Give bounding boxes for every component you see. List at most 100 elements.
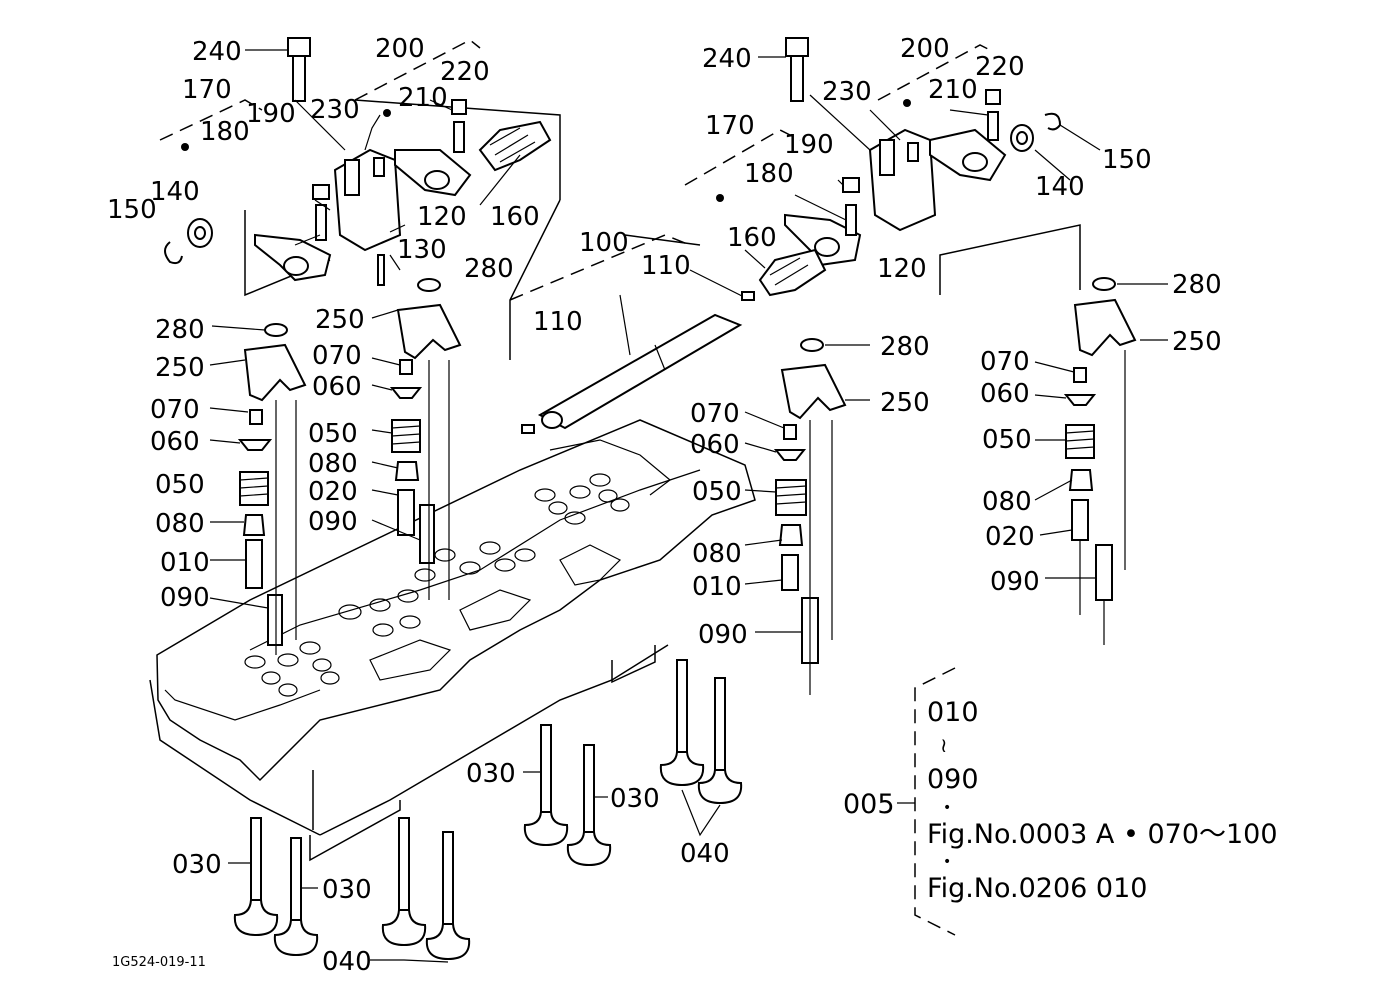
callout-160: 160 — [727, 223, 777, 253]
note-range-end: 090 — [927, 764, 979, 795]
head-ports-right — [369, 439, 671, 681]
valves — [233, 659, 743, 961]
rocker-arm-right-a — [784, 213, 862, 267]
valve-030-d — [566, 744, 612, 867]
valve-leaders — [228, 771, 721, 963]
left-rocker-group — [159, 37, 561, 360]
callout-140: 140 — [150, 177, 200, 207]
callout-100: 100 — [579, 228, 629, 258]
note-bullet-2: • — [943, 854, 951, 870]
valve-stack-1 — [209, 323, 307, 655]
valve-040-b — [425, 831, 471, 961]
valve-040-d — [697, 677, 743, 805]
spring-160-left — [478, 120, 552, 172]
callout-280: 280 — [464, 254, 514, 284]
spring-160-right — [758, 248, 827, 297]
callout-120: 120 — [877, 254, 927, 284]
nut-190-left — [312, 184, 330, 200]
callout-280: 280 — [155, 315, 205, 345]
callout-280: 280 — [880, 332, 930, 362]
callout-040: 040 — [322, 947, 372, 977]
callout-060: 060 — [150, 427, 200, 457]
screw-210-right — [987, 111, 999, 141]
callout-020: 020 — [985, 522, 1035, 552]
callouts: 240 200 220 170 210 230 180 190 160 150 … — [107, 34, 1222, 977]
callout-210: 210 — [398, 83, 448, 113]
valve-stack-4 — [1034, 277, 1168, 645]
callout-220: 220 — [975, 52, 1025, 82]
valve-040-c — [659, 659, 705, 787]
callout-230: 230 — [310, 95, 360, 125]
callout-190: 190 — [784, 130, 834, 160]
callout-170: 170 — [182, 75, 232, 105]
screw-180-left — [315, 204, 327, 241]
bolt-240-right — [785, 37, 809, 102]
callout-010: 010 — [692, 572, 742, 602]
callout-240: 240 — [192, 37, 242, 67]
callout-160: 160 — [490, 202, 540, 232]
plug-110-b — [741, 291, 755, 301]
callout-030: 030 — [610, 784, 660, 814]
callout-150: 150 — [107, 195, 157, 225]
callout-150: 150 — [1102, 145, 1152, 175]
callout-020: 020 — [308, 477, 358, 507]
plug-110-a — [521, 424, 535, 434]
callout-250: 250 — [315, 305, 365, 335]
callout-200: 200 — [900, 34, 950, 64]
callout-080: 080 — [982, 487, 1032, 517]
valve-040-a — [381, 817, 427, 947]
note-range-start: 010 — [927, 697, 979, 728]
callout-200: 200 — [375, 34, 425, 64]
bolt-240-left — [287, 37, 311, 102]
screw-210-left — [453, 121, 465, 153]
callout-070: 070 — [312, 341, 362, 371]
callout-280: 280 — [1172, 270, 1222, 300]
callout-190: 190 — [246, 99, 296, 129]
drawing-code: 1G524-019-11 — [112, 955, 206, 970]
washer-140-right — [1010, 124, 1034, 152]
pin-130-left — [377, 254, 385, 286]
valve-stack-3 — [744, 338, 870, 695]
note-reference-1: Fig.No.0003 A • 070～100 — [927, 819, 1278, 850]
note-reference-2: Fig.No.0206 010 — [927, 873, 1147, 904]
support-120-left — [333, 148, 402, 252]
callout-070: 070 — [980, 347, 1030, 377]
callout-080: 080 — [692, 539, 742, 569]
callout-080: 080 — [308, 449, 358, 479]
valve-030-c — [523, 724, 569, 847]
callout-030: 030 — [172, 850, 222, 880]
note-bracket — [897, 667, 956, 936]
callout-230: 230 — [822, 77, 872, 107]
callout-240: 240 — [702, 44, 752, 74]
rocker-arm-right-b — [929, 128, 1007, 182]
screw-180-right — [845, 204, 857, 236]
callout-250: 250 — [1172, 327, 1222, 357]
callout-090: 090 — [698, 620, 748, 650]
callout-050: 050 — [308, 419, 358, 449]
callout-170: 170 — [705, 111, 755, 141]
valve-030-b — [273, 837, 319, 957]
reference-note: 005 010 ≀ 090 • Fig.No.0003 A • 070～100 … — [843, 697, 1278, 904]
callout-210: 210 — [928, 75, 978, 105]
clip-150-left — [164, 241, 183, 265]
shaft-100 — [537, 294, 743, 430]
callout-060: 060 — [980, 379, 1030, 409]
cylinder-head — [149, 419, 756, 862]
nut-220-right — [985, 89, 1001, 105]
callout-080: 080 — [155, 509, 205, 539]
callout-070: 070 — [150, 395, 200, 425]
callout-120: 120 — [417, 202, 467, 232]
support-120-right — [868, 128, 937, 232]
callout-110: 110 — [641, 251, 691, 281]
callout-050: 050 — [692, 477, 742, 507]
callout-220: 220 — [440, 57, 490, 87]
callout-090: 090 — [990, 567, 1040, 597]
rocker-arm-left-a — [254, 233, 332, 282]
callout-130: 130 — [397, 235, 447, 265]
callout-180: 180 — [200, 117, 250, 147]
callout-040: 040 — [680, 839, 730, 869]
callout-060: 060 — [690, 430, 740, 460]
note-range-separator: ≀ — [940, 733, 948, 757]
rocker-arm-left-b — [394, 149, 472, 197]
